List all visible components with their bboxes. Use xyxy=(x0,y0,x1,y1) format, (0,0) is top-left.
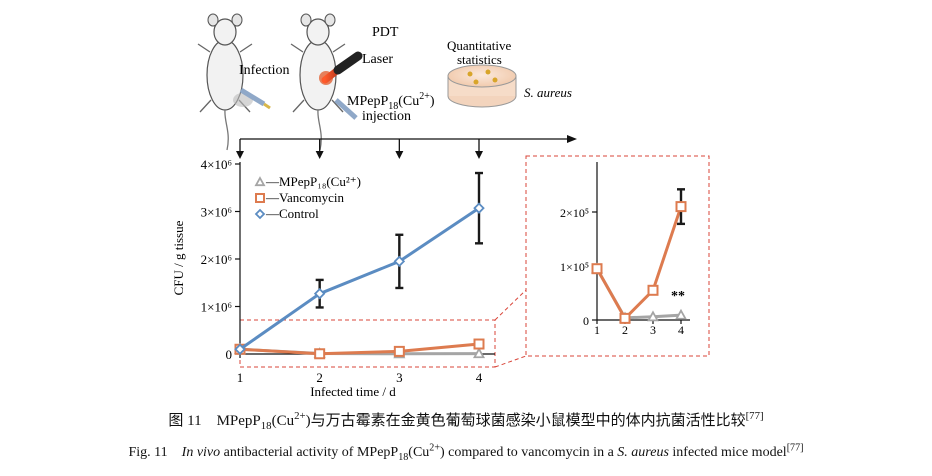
main-chart: 0 1×10⁶ 2×10⁶ 3×10⁶ 4×10⁶ 1 2 3 4 CFU / g tissue… xyxy=(171,157,527,399)
legend-label: —Vancomycin xyxy=(265,190,344,205)
x-tick-label: 3 xyxy=(650,323,656,337)
data-point xyxy=(393,255,406,268)
timeline-arrow-head xyxy=(475,151,483,159)
data-point xyxy=(647,284,659,296)
significance-annotation: ** xyxy=(671,289,685,304)
y-tick-label: 2×10⁵ xyxy=(560,206,589,220)
timeline-arrow-head xyxy=(395,151,404,159)
caption-cn-sup: 2+ xyxy=(294,410,306,422)
y-tick-label: 4×10⁶ xyxy=(201,157,232,172)
caption-en-part: antibacterial activity of MPepP xyxy=(220,445,399,460)
y-tick-label: 1×10⁵ xyxy=(560,260,589,274)
legend-marker xyxy=(254,208,266,220)
series-line xyxy=(239,342,480,356)
data-point xyxy=(675,201,687,213)
caption-cn-sub: 18 xyxy=(260,420,272,432)
zoom-region-box xyxy=(239,319,496,368)
figure-caption-cn: 图 11 MPepP18(Cu2+)与万古霉素在金黄色葡萄球菌感染小鼠模型中的体… xyxy=(0,409,932,432)
y-tick-label: 3×10⁶ xyxy=(201,205,232,220)
caption-cn-part: )与万古霉素在金黄色葡萄球菌感染小鼠模型中的体内抗菌活性比较 xyxy=(305,413,746,429)
laser-icon xyxy=(321,51,363,84)
x-tick-label: 1 xyxy=(594,323,600,337)
data-point xyxy=(473,338,485,350)
mouse-pdt-illustration xyxy=(290,13,358,151)
quantitative-label: Quantitative xyxy=(447,38,511,53)
caption-en-part: infected mice model xyxy=(668,445,787,460)
injection-label-line2: injection xyxy=(362,109,411,124)
s-aureus-label: S. aureus xyxy=(524,85,572,100)
caption-en-ref: [77] xyxy=(786,442,804,454)
figure-caption-en: Fig. 11 In vivo antibacterial activity o… xyxy=(0,441,932,463)
zoom-connector-top xyxy=(494,289,527,321)
pdt-label: PDT xyxy=(372,25,399,40)
caption-en-sub: 18 xyxy=(398,451,409,463)
data-point xyxy=(234,343,246,356)
caption-cn-ref: [77] xyxy=(745,410,764,422)
injection-label: MPepP18(Cu2+) xyxy=(347,91,435,112)
series-line xyxy=(239,206,480,351)
caption-cn-part: 图 11 MPepP xyxy=(168,413,261,429)
data-point xyxy=(591,263,603,275)
figure-canvas: Infection PDT Laser MPepP18(Cu2+) inject… xyxy=(171,13,710,399)
statistics-label: statistics xyxy=(457,52,502,67)
y-tick-label: 1×10⁶ xyxy=(201,300,232,315)
x-tick-label: 3 xyxy=(396,370,403,385)
timeline-arrows xyxy=(236,139,483,159)
data-point xyxy=(674,308,688,320)
data-point xyxy=(393,345,405,357)
caption-cn-part: (Cu xyxy=(271,413,295,429)
data-point xyxy=(473,202,485,214)
y-axis-title: CFU / g tissue xyxy=(171,220,186,295)
legend-marker xyxy=(255,193,265,203)
laser-label: Laser xyxy=(362,52,393,67)
legend-label: —Control xyxy=(265,206,319,221)
petri-dish-icon xyxy=(447,64,517,108)
caption-en-italic: S. aureus xyxy=(617,445,669,460)
inset-chart: 0 1×10⁵ 2×10⁵ 1 2 3 4 ** xyxy=(525,155,710,357)
data-point xyxy=(646,310,660,322)
caption-en-part: (Cu xyxy=(408,445,430,460)
x-tick-label: 2 xyxy=(316,370,323,385)
x-axis-title: Infected time / d xyxy=(310,384,396,399)
x-tick-label: 2 xyxy=(622,323,628,337)
caption-en-sup: 2+ xyxy=(429,442,441,454)
timeline-arrow-head xyxy=(236,151,244,159)
legend-label: —MPepP₁₈(Cu²⁺) xyxy=(265,174,361,189)
data-point xyxy=(314,348,326,360)
data-point xyxy=(619,312,631,324)
zoom-connector-bottom xyxy=(494,355,527,368)
legend: —MPepP₁₈(Cu²⁺)—Vancomycin—Control xyxy=(254,174,361,221)
infection-label: Infection xyxy=(239,63,290,78)
caption-en-italic: In vivo xyxy=(181,445,221,460)
timeline-axis xyxy=(240,135,577,143)
data-point xyxy=(313,287,326,300)
y-tick-label: 2×10⁶ xyxy=(201,252,232,267)
x-tick-label: 1 xyxy=(237,370,244,385)
y-tick-label: 0 xyxy=(226,347,233,362)
x-tick-label: 4 xyxy=(476,370,483,385)
caption-en-part: Fig. 11 xyxy=(128,445,182,460)
x-tick-label: 4 xyxy=(678,323,684,337)
data-point xyxy=(472,347,486,359)
y-tick-label: 0 xyxy=(583,314,589,328)
mouse-infection-illustration xyxy=(197,13,271,151)
inset-frame xyxy=(525,155,710,357)
legend-marker xyxy=(254,176,266,187)
series-line xyxy=(595,206,683,320)
caption-en-part: ) compared to vancomycin in a xyxy=(440,445,618,460)
timeline-arrow-head xyxy=(315,151,324,159)
